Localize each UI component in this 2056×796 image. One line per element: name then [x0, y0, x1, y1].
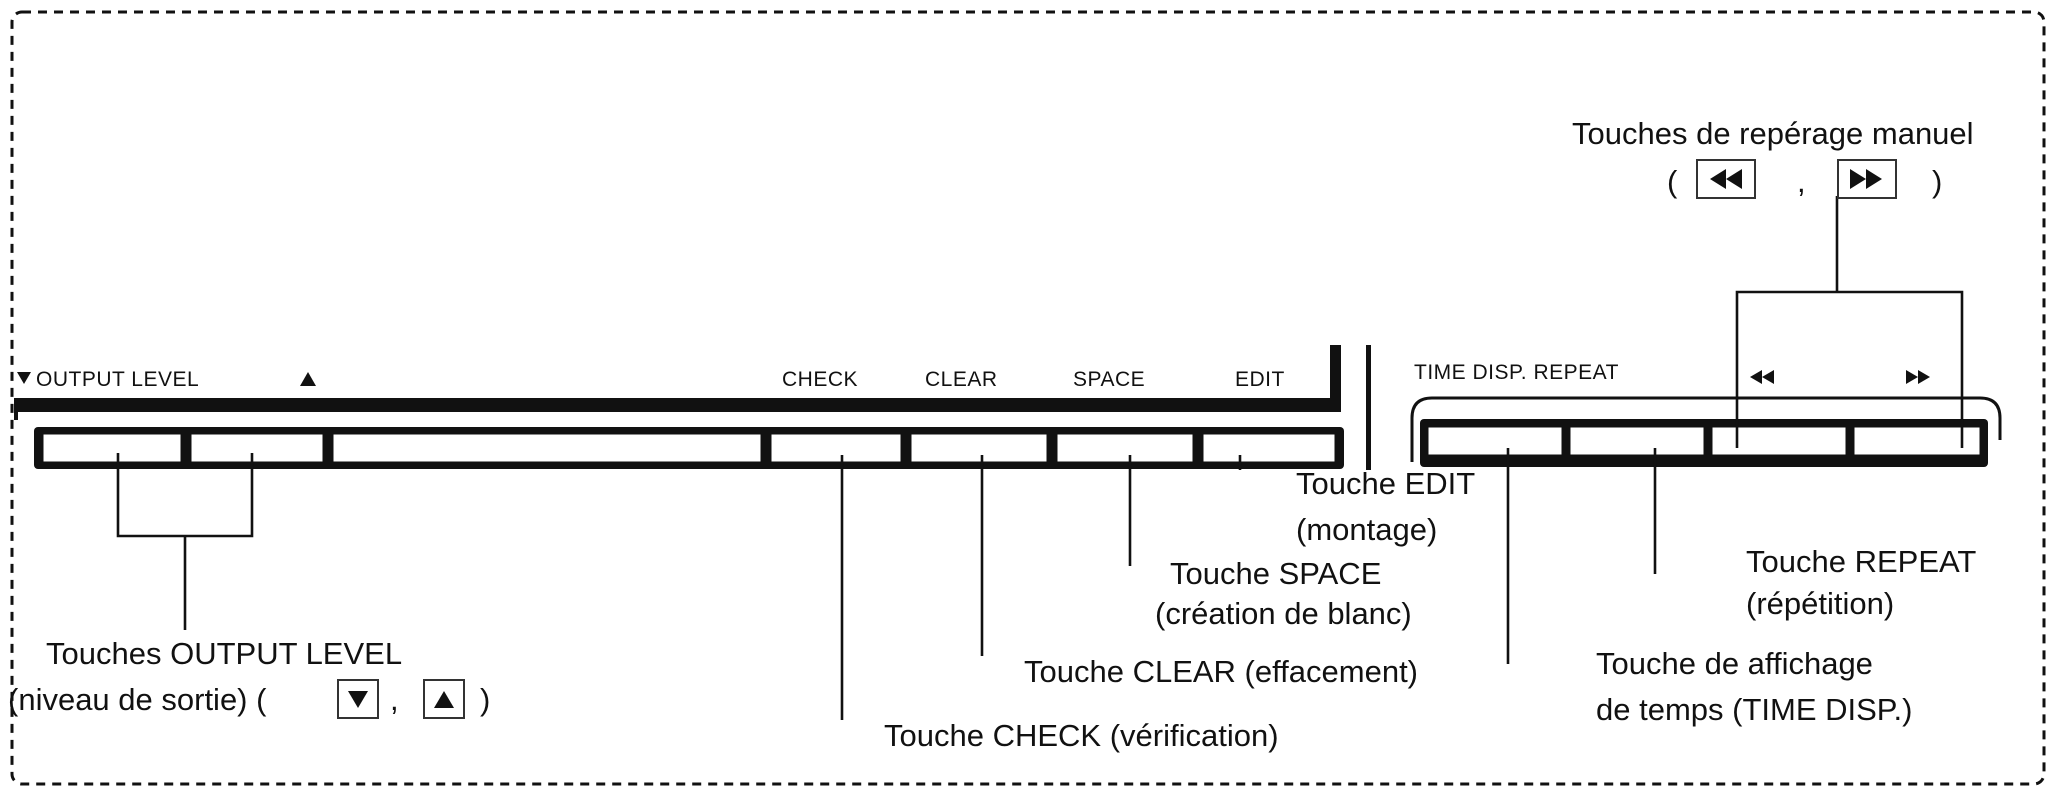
callout-clear: Touche CLEAR (effacement)	[1024, 654, 1418, 689]
clear-key[interactable]	[908, 431, 1050, 465]
right-panel-bracket	[1410, 396, 2002, 462]
fast-forward-icon-box	[1837, 159, 1897, 199]
leader-manual-search-bracket	[1735, 290, 1964, 448]
fast-forward-key[interactable]	[1851, 424, 1983, 458]
callout-output-level-line2: (niveau de sortie) (	[8, 682, 267, 717]
callout-output-level-line1: Touches OUTPUT LEVEL	[46, 636, 402, 671]
callout-time-disp-line2: de temps (TIME DISP.)	[1596, 692, 1912, 727]
check-key[interactable]	[768, 431, 904, 465]
callout-edit-line1: Touche EDIT	[1296, 466, 1475, 501]
output-level-up-arrow-icon	[300, 372, 316, 386]
callout-manual-search-title: Touches de repérage manuel	[1572, 116, 1974, 151]
callout-manual-search-open: (	[1667, 164, 1678, 199]
callout-repeat-line2: (répétition)	[1746, 586, 1894, 621]
edit-key[interactable]	[1200, 431, 1338, 465]
rewind-icon	[1710, 169, 1742, 189]
right-panel: TIME DISP. REPEAT	[1410, 361, 2002, 467]
callout-time-disp-line1: Touche de affichage	[1596, 646, 1873, 681]
leader-lines	[116, 196, 1964, 720]
left-top-bar	[14, 345, 1341, 412]
panel-label-edit: EDIT	[1235, 368, 1285, 391]
output-level-down-arrow-icon	[17, 372, 31, 384]
panel-label-time-disp-repeat: TIME DISP. REPEAT	[1414, 361, 1619, 384]
panel-label-check: CHECK	[782, 368, 858, 391]
callout-space-line1: Touche SPACE	[1170, 556, 1381, 591]
down-arrow-icon	[348, 691, 368, 708]
callout-manual-search-close: )	[1932, 164, 1942, 199]
up-arrow-icon	[434, 691, 454, 708]
fast-forward-icon	[1850, 169, 1882, 189]
left-tick	[14, 412, 18, 420]
output-level-up-key[interactable]	[188, 431, 326, 465]
callout-repeat-line1: Touche REPEAT	[1746, 544, 1976, 579]
panel-fast-forward-icon	[1906, 370, 1930, 384]
callout-output-level-close: )	[480, 682, 490, 717]
panel-label-output-level: OUTPUT LEVEL	[36, 368, 199, 391]
callout-check: Touche CHECK (vérification)	[884, 718, 1279, 753]
dashed-frame	[10, 10, 2046, 786]
panel-label-space: SPACE	[1073, 368, 1145, 391]
time-disp-key[interactable]	[1425, 424, 1565, 458]
panel-rewind-icon	[1750, 370, 1774, 384]
blank-wide-key	[330, 431, 764, 465]
rewind-key[interactable]	[1709, 424, 1849, 458]
panel-divider	[1366, 345, 1371, 470]
left-panel: OUTPUT LEVEL CHECK CLEAR SPACE EDIT	[14, 345, 1344, 469]
output-level-down-key[interactable]	[40, 431, 184, 465]
callout-space-line2: (création de blanc)	[1155, 596, 1412, 631]
callout-output-level-comma: ,	[390, 682, 399, 717]
callout-edit-line2: (montage)	[1296, 512, 1437, 547]
space-key[interactable]	[1054, 431, 1196, 465]
down-arrow-icon-box	[337, 679, 379, 719]
repeat-key[interactable]	[1567, 424, 1707, 458]
callout-manual-search-comma: ,	[1797, 164, 1806, 199]
panel-label-clear: CLEAR	[925, 368, 998, 391]
